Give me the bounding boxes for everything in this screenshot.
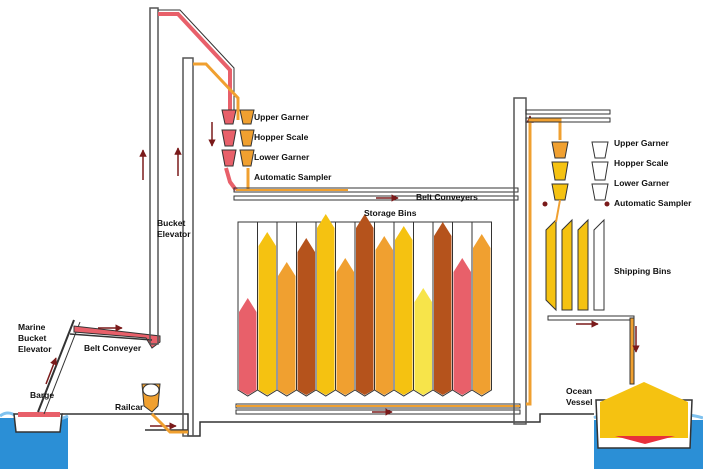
storage-bin-grain [414, 288, 432, 395]
label-bucket-elevator-2: Elevator [157, 229, 191, 239]
label-storage-bins: Storage Bins [364, 208, 417, 218]
label-ocean-1: Ocean [566, 386, 592, 396]
storage-bin-grain [395, 226, 413, 395]
red-route [158, 12, 232, 120]
label-marine-3: Elevator [18, 344, 52, 354]
orange-route [193, 62, 240, 120]
belt-conveyer-left-line [69, 333, 153, 341]
storage-bin-grain [473, 234, 491, 395]
label-left-lower-garner: Lower Garner [254, 152, 310, 162]
label-right-automatic-sampler: Automatic Sampler [614, 198, 692, 208]
label-shipping-bins: Shipping Bins [614, 266, 671, 276]
storage-bin-grain [297, 238, 315, 395]
shipping-bins [545, 199, 605, 312]
label-left-hopper-scale: Hopper Scale [254, 132, 309, 142]
storage-bin-grain [317, 214, 335, 395]
storage-bin-grain [239, 298, 257, 395]
storage-bin-grain [453, 258, 471, 395]
vessel-cargo [600, 382, 688, 438]
label-ocean-2: Vessel [566, 397, 592, 407]
right-orange-route [526, 118, 562, 406]
label-marine-1: Marine [18, 322, 46, 332]
storage-bin-grain [258, 232, 276, 395]
label-left-automatic-sampler: Automatic Sampler [254, 172, 332, 182]
vessel-bottom-cargo [615, 436, 675, 444]
label-left-upper-garner: Upper Garner [254, 112, 309, 122]
label-bucket-elevator-1: Bucket [157, 218, 186, 228]
bucket-elevator-second [182, 57, 194, 437]
storage-bins-group [237, 214, 492, 397]
marine-elevator-arrow [45, 357, 58, 385]
marine-elevator-leg [37, 319, 75, 413]
storage-bin-grain [375, 236, 393, 395]
label-right-hopper-scale: Hopper Scale [614, 158, 669, 168]
storage-bin-grain [336, 258, 354, 395]
railcar-top [142, 383, 160, 397]
shipping-belt [547, 315, 635, 321]
label-barge: Barge [30, 390, 54, 400]
right-top-conveyer [525, 109, 611, 115]
bucket-elevator-tall [149, 7, 159, 345]
right-garner-stack [542, 141, 610, 207]
left-garner-stack [208, 109, 255, 192]
bottom-belt-2 [235, 409, 521, 415]
ground-line [62, 413, 594, 437]
label-belt-conveyer: Belt Conveyer [84, 343, 142, 353]
storage-bin-grain [434, 222, 452, 395]
belt-conveyers-top [233, 187, 519, 193]
label-railcar: Railcar [115, 402, 144, 412]
storage-bin-grain [278, 262, 296, 395]
right-top-conveyer-2 [525, 117, 611, 123]
ship-loading-spout [629, 317, 635, 385]
right-elevator [513, 97, 527, 425]
barge-cargo [18, 412, 60, 417]
label-right-upper-garner: Upper Garner [614, 138, 669, 148]
label-belt-conveyers: Belt Conveyers [416, 192, 478, 202]
label-right-lower-garner: Lower Garner [614, 178, 670, 188]
belt-conveyer-left [73, 325, 161, 349]
label-marine-2: Bucket [18, 333, 47, 343]
storage-bin-grain [356, 214, 374, 395]
bottom-orange-route [150, 412, 188, 434]
marine-elevator-leg-2 [43, 321, 81, 415]
belt-conveyers-top-2 [233, 195, 519, 201]
